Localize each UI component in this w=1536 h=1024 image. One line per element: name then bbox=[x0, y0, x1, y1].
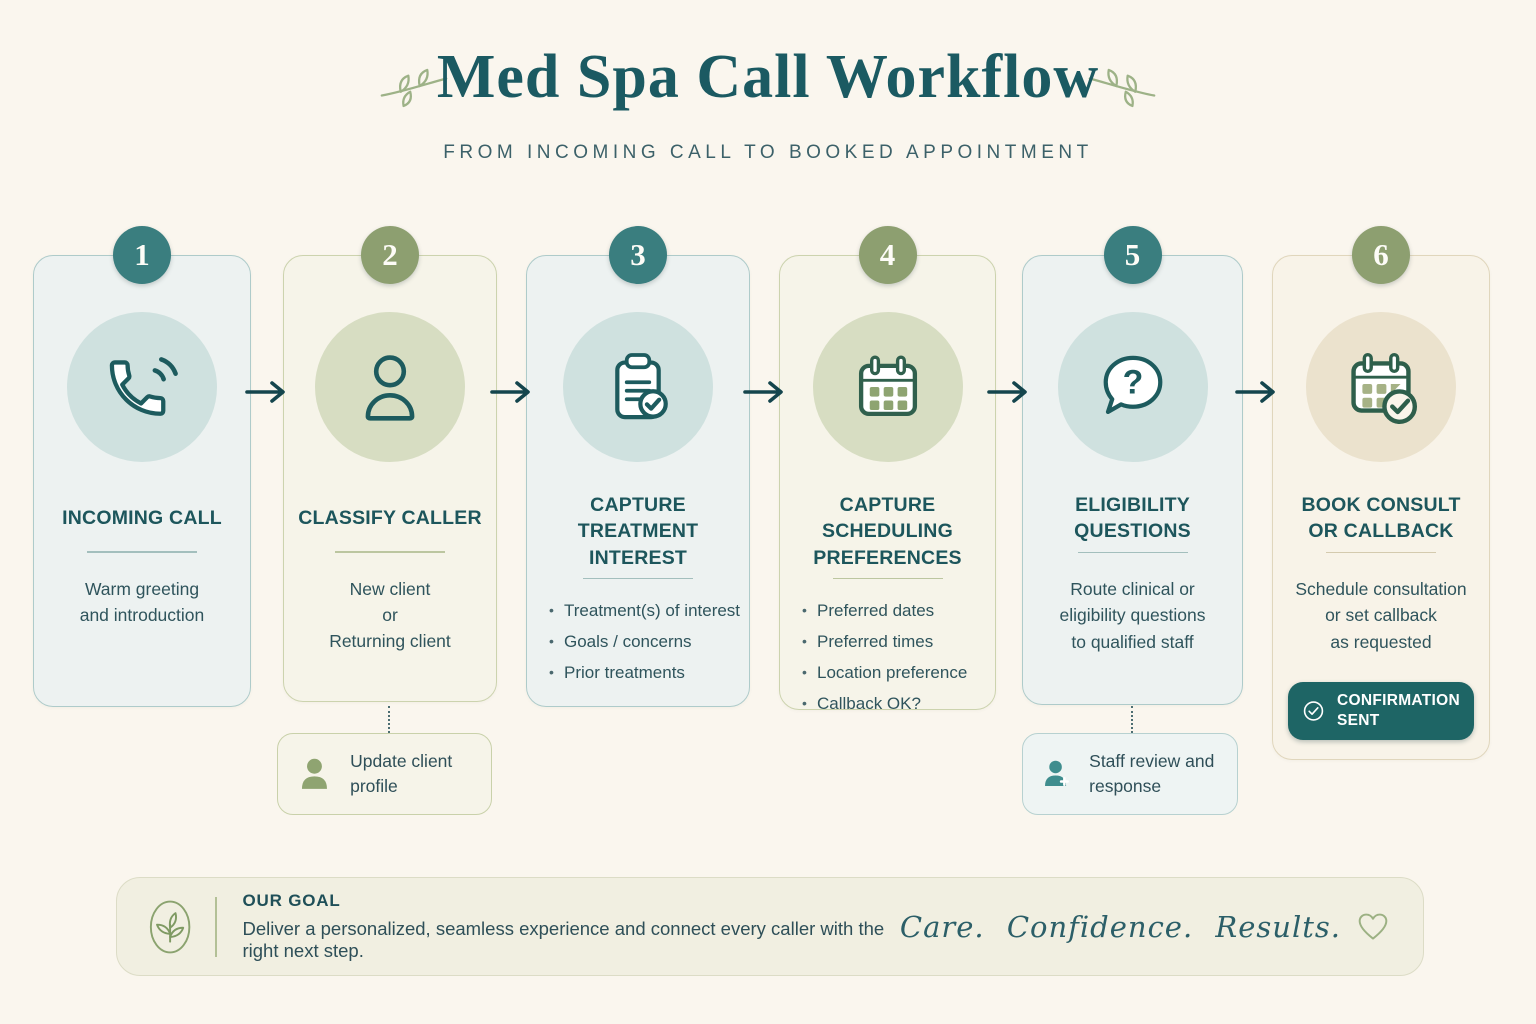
person-icon bbox=[365, 355, 415, 421]
client-profile-icon bbox=[301, 758, 327, 789]
step-title: ELIGIBILITY QUESTIONS bbox=[1074, 494, 1191, 543]
svg-text:?: ? bbox=[1122, 364, 1143, 402]
step-number-badge: 6 bbox=[1352, 226, 1410, 284]
icon-circle bbox=[563, 312, 713, 462]
step-description: Warm greeting and introduction bbox=[79, 578, 205, 625]
step-title: INCOMING CALL bbox=[62, 506, 222, 529]
step-card-eligibility-questions: 5 ? ELIGIBILITY QUESTIONS Route clinical… bbox=[1022, 226, 1243, 705]
vertical-divider bbox=[215, 896, 217, 957]
callout-staff-review: Staff review and response bbox=[1022, 733, 1238, 815]
step-description: New client or Returning client bbox=[329, 578, 451, 652]
bullet-item: Preferred dates bbox=[802, 601, 987, 621]
bullet-item: Prior treatments bbox=[549, 663, 741, 683]
step-card-classify-caller: 2 CLASSIFY CALLER New client or Returnin… bbox=[283, 226, 497, 702]
step-title: CAPTURE SCHEDULING PREFERENCES bbox=[813, 494, 962, 569]
flow-arrow-icon bbox=[1235, 381, 1275, 403]
icon-circle bbox=[67, 312, 217, 462]
step-number-badge: 5 bbox=[1103, 226, 1162, 284]
divider bbox=[87, 551, 197, 553]
page-title: Med Spa Call Workflow bbox=[436, 43, 1100, 111]
dotted-connector bbox=[1131, 706, 1133, 733]
step-number-badge: 3 bbox=[609, 226, 667, 284]
flow-arrow-icon bbox=[490, 381, 530, 403]
step-number-badge: 2 bbox=[361, 226, 419, 284]
step-card-scheduling-preferences: 4 CAPTURE SCHEDULING PREFERENCES bbox=[779, 226, 996, 713]
branch-left-icon bbox=[380, 68, 448, 108]
confirmation-label: CONFIRMATION SENT bbox=[1337, 691, 1460, 729]
flow-arrow-icon bbox=[245, 381, 285, 403]
divider bbox=[1077, 551, 1188, 554]
staff-add-icon bbox=[1045, 760, 1069, 787]
sprout-icon bbox=[149, 900, 191, 953]
bullet-item: Location preference bbox=[802, 663, 987, 683]
step-number-badge: 4 bbox=[858, 226, 917, 284]
callout-update-client-profile: Update client profile bbox=[277, 733, 492, 815]
step-card-book-consult: 6 BOOK CONSULT OR CALLBACK bbox=[1272, 226, 1490, 760]
icon-circle bbox=[315, 312, 465, 462]
goal-text-block: OUR GOAL Deliver a personalized, seamles… bbox=[243, 891, 900, 962]
bullet-item: Treatment(s) of interest bbox=[549, 601, 741, 621]
step-card-capture-treatment: 3 CAPTURE TREATMENT INTEREST Treatment(s… bbox=[526, 226, 750, 707]
step-title: CLASSIFY CALLER bbox=[298, 506, 482, 529]
goal-text: Deliver a personalized, seamless experie… bbox=[242, 918, 885, 961]
flow-arrow-icon bbox=[987, 381, 1027, 403]
tagline: Care. Confidence. Results. bbox=[899, 909, 1341, 944]
step-description: Route clinical or eligibility questions … bbox=[1059, 579, 1206, 652]
goal-bar: OUR GOAL Deliver a personalized, seamles… bbox=[116, 877, 1424, 976]
check-circle-icon bbox=[1303, 701, 1324, 721]
divider bbox=[583, 577, 693, 580]
heart-icon bbox=[1358, 913, 1388, 940]
question-bubble-icon: ? bbox=[1103, 355, 1162, 415]
dotted-connector bbox=[388, 706, 390, 733]
goal-label: OUR GOAL bbox=[242, 891, 341, 910]
step-title: CAPTURE TREATMENT INTEREST bbox=[577, 494, 699, 569]
icon-circle bbox=[812, 312, 963, 462]
phone-icon bbox=[109, 357, 178, 416]
clipboard-check-icon bbox=[615, 353, 668, 420]
step-description: Schedule consultation or set callback as… bbox=[1295, 579, 1467, 652]
bullet-item: Preferred times bbox=[802, 632, 987, 652]
divider bbox=[832, 577, 943, 580]
divider bbox=[1326, 551, 1436, 554]
bullet-item: Goals / concerns bbox=[549, 632, 741, 652]
page-subtitle: FROM INCOMING CALL TO BOOKED APPOINTMENT bbox=[443, 142, 1093, 163]
step-card-incoming-call: 1 INCOMING CALL Warm greeting and introd… bbox=[33, 226, 251, 707]
step-title: BOOK CONSULT OR CALLBACK bbox=[1301, 494, 1461, 543]
calendar-check-icon bbox=[1351, 352, 1418, 424]
bullet-item: Callback OK? bbox=[802, 694, 987, 714]
branch-right-icon bbox=[1088, 68, 1156, 108]
icon-circle bbox=[1306, 312, 1456, 462]
confirmation-sent-badge: CONFIRMATION SENT bbox=[1288, 681, 1474, 740]
divider bbox=[335, 551, 445, 553]
calendar-icon bbox=[858, 355, 917, 417]
icon-circle: ? bbox=[1057, 312, 1208, 462]
callout-text: Staff review and response bbox=[1089, 750, 1215, 796]
step-bullet-list: Treatment(s) of interest Goals / concern… bbox=[527, 601, 749, 683]
callout-text: Update client profile bbox=[350, 750, 453, 796]
step-number-badge: 1 bbox=[113, 226, 171, 284]
step-bullet-list: Preferred dates Preferred times Location… bbox=[780, 601, 995, 714]
flow-arrow-icon bbox=[743, 381, 783, 403]
